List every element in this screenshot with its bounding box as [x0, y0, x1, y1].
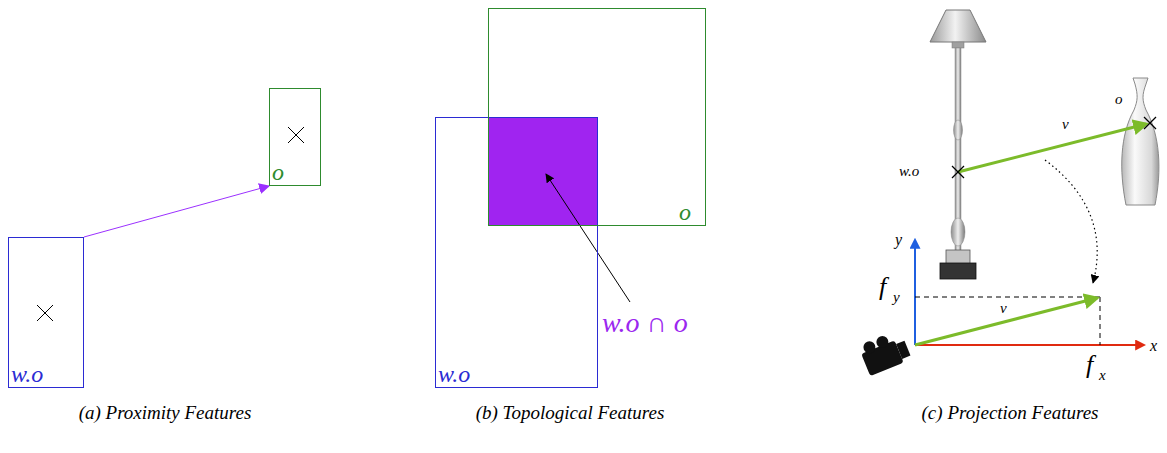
- dashed-guide: [1100, 297, 1101, 345]
- vector-label: v: [1062, 117, 1069, 132]
- object-name: o: [272, 160, 284, 184]
- center-mark: [37, 305, 53, 321]
- object-name: w.o: [438, 362, 470, 386]
- vector-arrow: [915, 298, 1097, 345]
- center-mark: [1144, 117, 1156, 129]
- intersection-region: [488, 117, 598, 226]
- intersection-label: w.o ∩ o: [602, 309, 688, 337]
- y-axis: [914, 240, 916, 345]
- whole-object-box: w.o: [435, 117, 598, 388]
- proximity-arrow: [84, 186, 269, 237]
- dashed-guide: [915, 297, 1100, 298]
- lamp-illustration: [930, 10, 986, 279]
- subfigure-caption: (b) Topological Features: [476, 403, 665, 422]
- vector-arrow: [958, 124, 1146, 172]
- vector-label: v: [1000, 301, 1007, 316]
- axis-label: y: [895, 232, 902, 248]
- center-mark: [288, 127, 304, 143]
- object-name: w.o: [11, 362, 43, 386]
- feature-subscript: y: [893, 290, 900, 305]
- vase-illustration: [1122, 78, 1159, 205]
- object-label: o: [1115, 92, 1123, 107]
- axis-label: x: [1150, 338, 1157, 354]
- projection-hint-arrow: [1045, 160, 1097, 283]
- center-mark: [952, 166, 964, 178]
- feature-subscript: x: [1099, 368, 1106, 383]
- feature-symbol: f: [879, 274, 886, 300]
- subfigure-caption: (a) Proximity Features: [79, 403, 252, 422]
- object-box: o: [488, 8, 706, 226]
- subfigure-caption: (c) Projection Features: [922, 403, 1099, 422]
- x-axis: [915, 344, 1144, 346]
- whole-object-box: w.o: [8, 237, 84, 388]
- object-box: o: [269, 88, 321, 186]
- camera-icon: [858, 329, 912, 376]
- object-label: w.o: [899, 164, 919, 179]
- leader-arrow: [546, 174, 630, 302]
- object-name: o: [679, 200, 691, 224]
- feature-symbol: f: [1086, 352, 1093, 378]
